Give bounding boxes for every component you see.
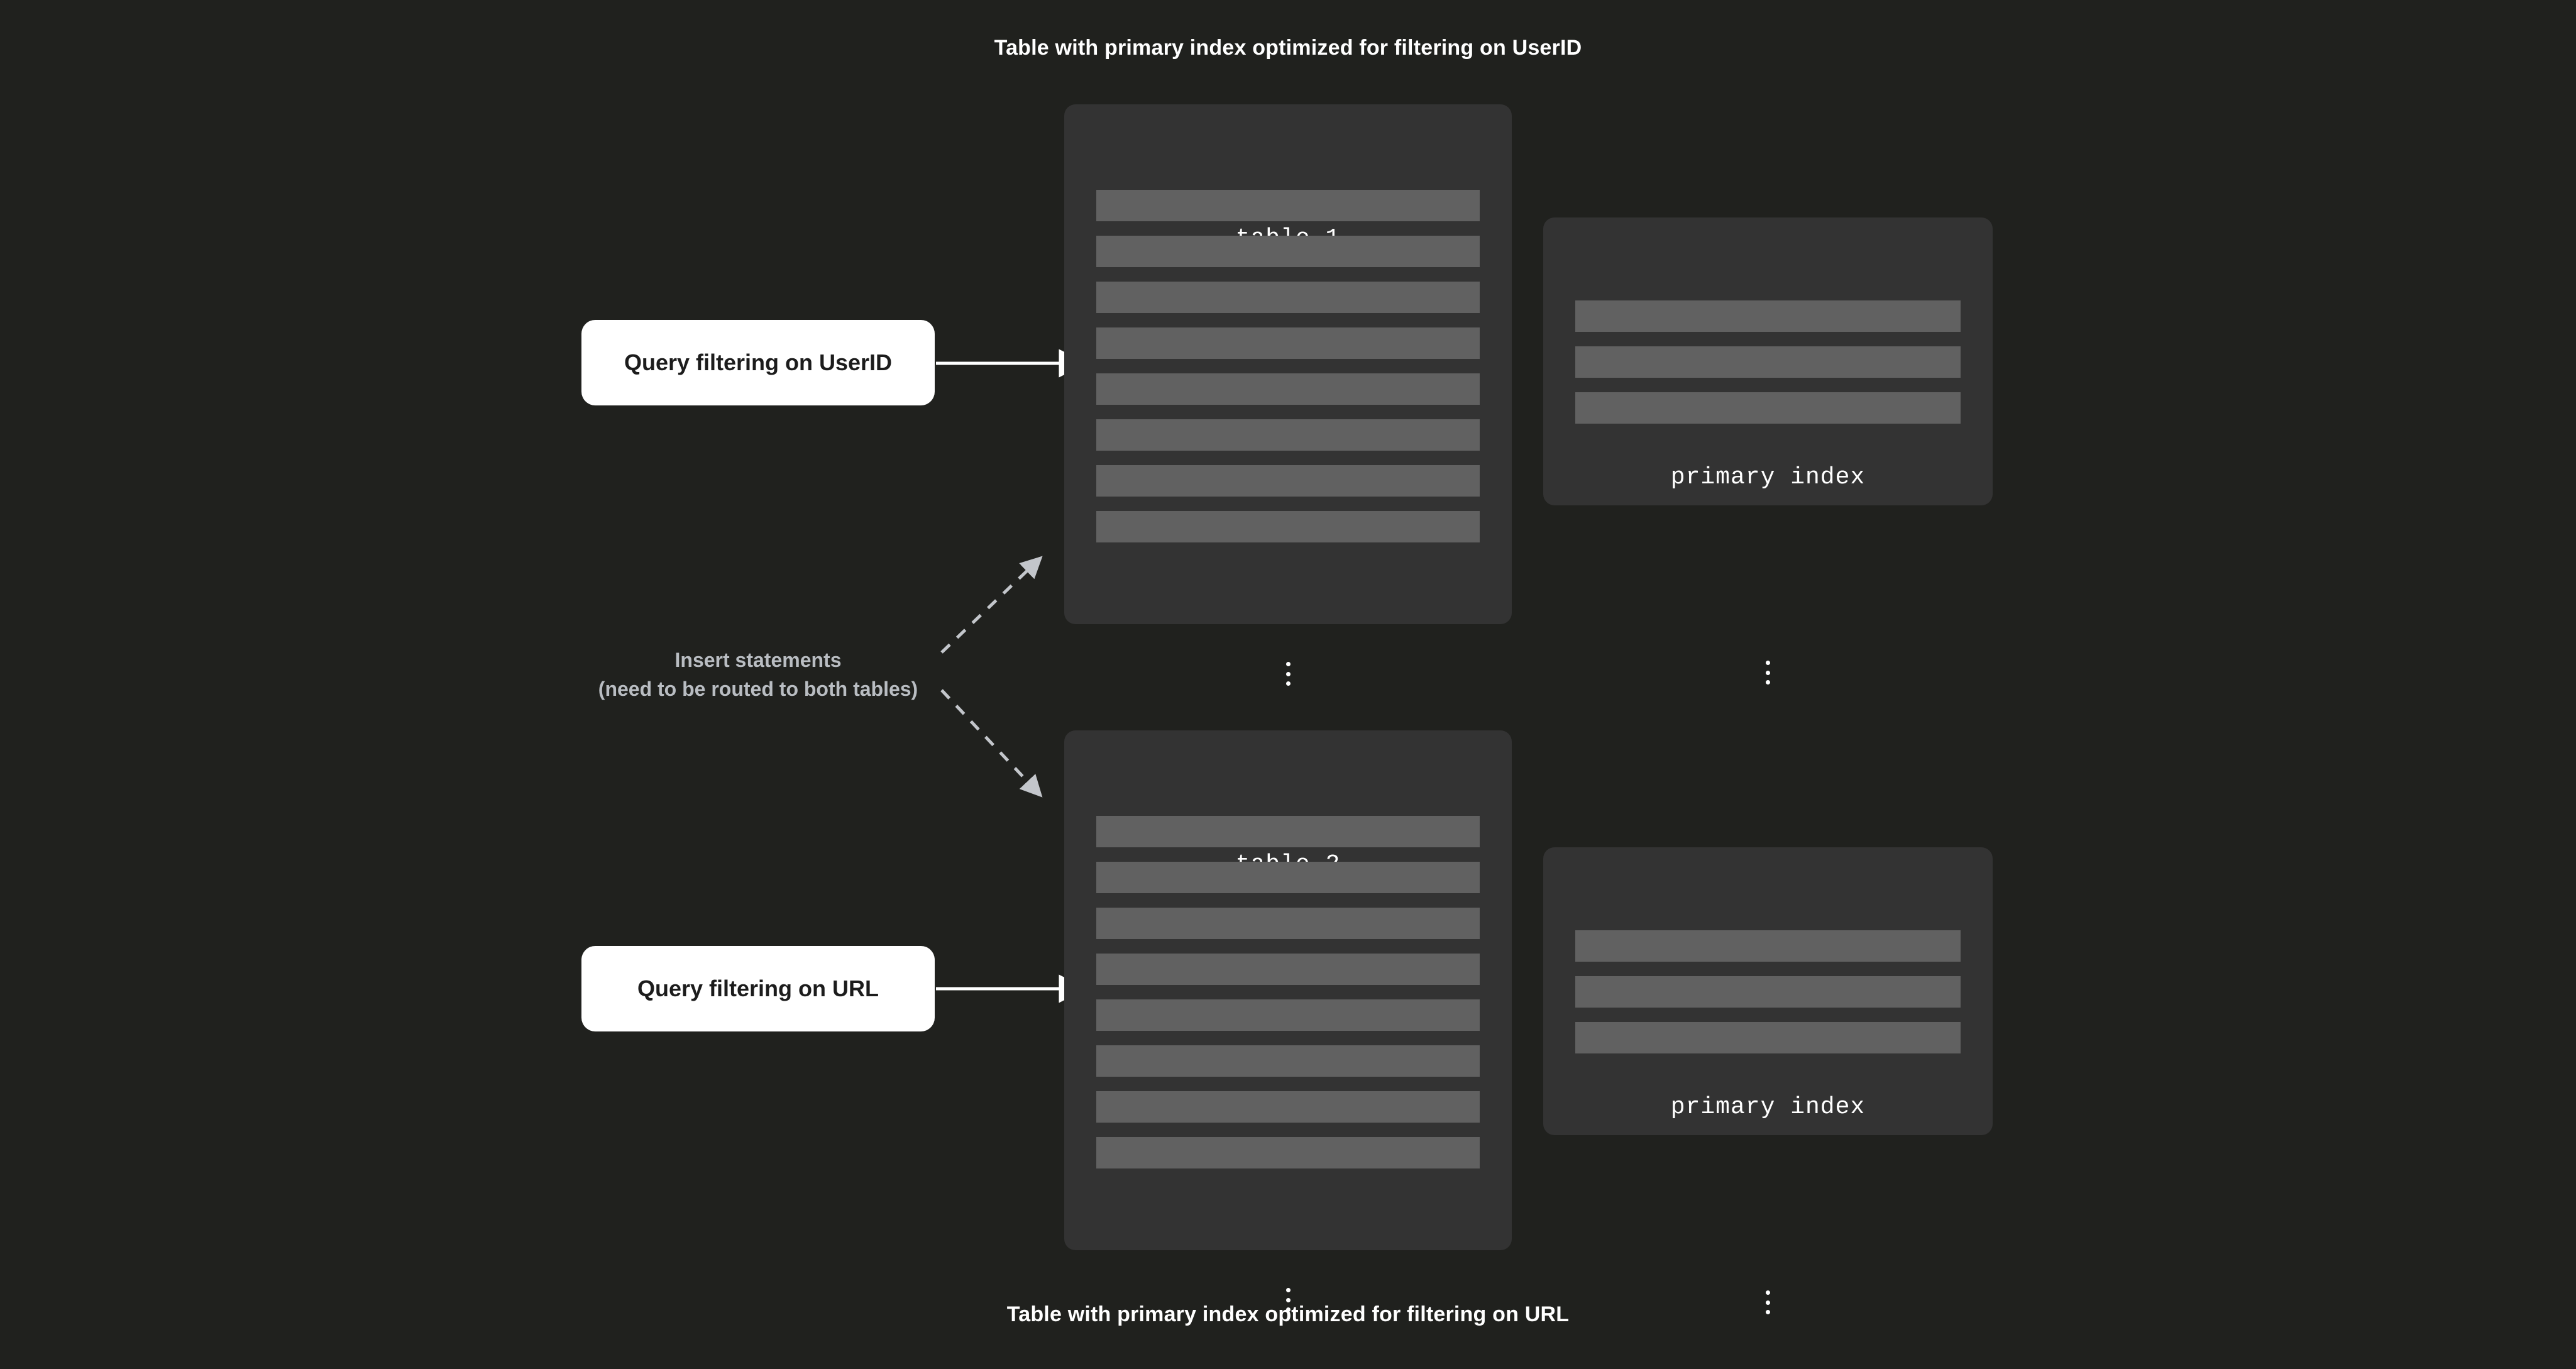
arrow-insert-to-table1	[940, 556, 1043, 654]
table-2-row	[1096, 908, 1480, 939]
table-1-row	[1096, 327, 1480, 359]
table-2-rows	[1064, 816, 1512, 1168]
table-1-row	[1096, 511, 1480, 542]
panel-primary-index-2-title: primary index	[1670, 1094, 1866, 1121]
bottom-caption: Table with primary index optimized for f…	[1006, 1302, 1570, 1326]
table-1-rows	[1064, 190, 1512, 542]
primary-index-2-row	[1575, 1022, 1961, 1053]
table-2-row	[1096, 816, 1480, 847]
insert-statements-line-1: Insert statements	[674, 649, 842, 671]
primary-index-1-row	[1575, 346, 1961, 378]
table-1-row	[1096, 282, 1480, 313]
query-filtering-url-box[interactable]: Query filtering on URL	[581, 946, 935, 1031]
table-1-row	[1096, 190, 1480, 221]
primary-index-1-ellipsis-icon	[1762, 661, 1775, 684]
query-filtering-userid-box[interactable]: Query filtering on UserID	[581, 320, 935, 405]
table-2-ellipsis-icon	[1282, 1288, 1294, 1312]
primary-index-1-row	[1575, 300, 1961, 332]
table-2-row	[1096, 954, 1480, 985]
primary-index-2-row	[1575, 976, 1961, 1008]
insert-statements-line-2: (need to be routed to both tables)	[598, 678, 918, 701]
primary-index-2-row	[1575, 930, 1961, 962]
panel-table-2: table 2	[1064, 730, 1512, 1312]
query-filtering-url-label: Query filtering on URL	[637, 976, 879, 1001]
table-2-row	[1096, 999, 1480, 1031]
insert-statements-label: Insert statements (need to be routed to …	[585, 646, 932, 704]
primary-index-2-ellipsis-icon	[1762, 1290, 1775, 1314]
table-1-row	[1096, 236, 1480, 267]
primary-index-1-rows	[1543, 300, 1993, 424]
table-1-row	[1096, 419, 1480, 451]
arrow-insert-to-table2	[940, 689, 1043, 798]
table-1-row	[1096, 373, 1480, 405]
table-2-row	[1096, 1137, 1480, 1168]
table-2-row	[1096, 1091, 1480, 1123]
table-2-row	[1096, 1045, 1480, 1077]
table-1-ellipsis-icon	[1282, 662, 1294, 686]
panel-primary-index-2: primary index	[1543, 847, 1993, 1314]
panel-primary-index-1: primary index	[1543, 217, 1993, 684]
top-caption: Table with primary index optimized for f…	[994, 36, 1582, 60]
table-2-row	[1096, 862, 1480, 893]
panel-primary-index-1-title: primary index	[1670, 464, 1866, 491]
table-1-row	[1096, 465, 1480, 497]
primary-index-2-rows	[1543, 930, 1993, 1053]
primary-index-1-row	[1575, 392, 1961, 424]
query-filtering-userid-label: Query filtering on UserID	[624, 349, 893, 375]
panel-table-1: table 1	[1064, 104, 1512, 686]
